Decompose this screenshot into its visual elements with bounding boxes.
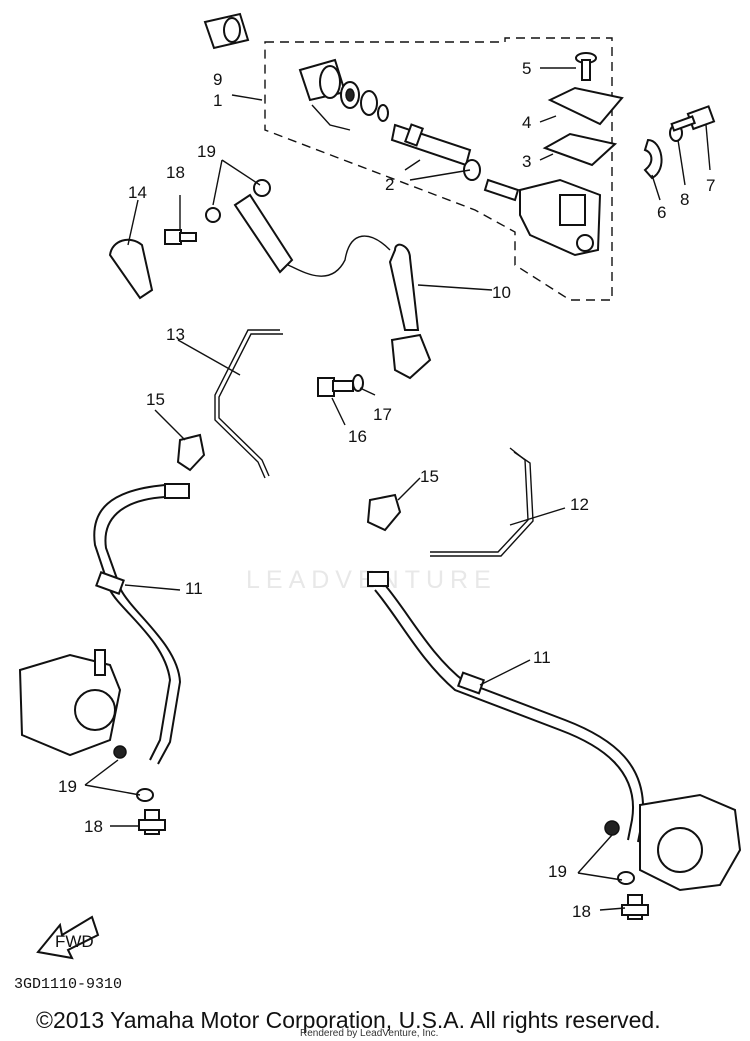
junction-block[interactable] [390,333,432,380]
master-cylinder-body[interactable] [519,178,602,257]
piston-rod[interactable] [390,123,481,181]
bolt-7[interactable] [670,105,716,132]
washer-19-right[interactable] [617,871,635,885]
hose-end-upper[interactable] [233,193,294,274]
callout-13: 13 [166,325,185,344]
washer-17[interactable] [352,374,364,392]
callout-8: 8 [680,190,689,209]
callout-4: 4 [522,113,531,132]
hose-fitting-right[interactable] [367,571,389,587]
clip-15-right[interactable] [366,493,402,532]
callout-6: 6 [657,203,666,222]
catalog-code: 3GD1110-9310 [14,976,123,993]
boot-part[interactable] [203,12,250,50]
callout-19-left: 19 [58,777,77,796]
leader-lines [84,67,711,911]
brake-pipe-13[interactable] [214,329,280,479]
callout-15-left: 15 [146,390,165,409]
reservoir-cap-4[interactable] [547,86,624,126]
callout-12: 12 [570,495,589,514]
callout-17: 17 [373,405,392,424]
copyright-notice: ©2013 Yamaha Motor Corporation, U.S.A. A… [36,1007,661,1033]
callout-3: 3 [522,152,531,171]
callout-18-right: 18 [572,902,591,921]
clip-15-left[interactable] [176,433,206,472]
callout-10: 10 [492,283,511,302]
fwd-label: FWD [55,932,94,951]
hose-collar-left[interactable] [95,571,125,595]
hose-collar-right[interactable] [456,671,486,695]
diaphragm-3[interactable] [542,132,618,167]
callout-18-top: 18 [166,163,185,182]
caliper-right[interactable] [604,793,742,892]
brake-hose-11-right[interactable] [374,589,635,841]
lever-cover-14[interactable] [108,238,154,300]
callout-7: 7 [706,176,715,195]
callout-19-right: 19 [548,862,567,881]
bolt-18-top[interactable] [164,229,197,245]
fwd-arrow-icon: FWD [36,915,100,960]
piston-kit[interactable] [298,58,389,122]
screw-5[interactable] [575,52,597,81]
callout-14: 14 [128,183,147,202]
brake-pipe-12[interactable] [430,447,529,553]
callout-1: 1 [213,91,222,110]
callout-11-right: 11 [533,648,551,667]
hose-fitting-left[interactable] [164,483,190,499]
brake-hose-10[interactable] [388,243,420,331]
callout-2: 2 [385,175,394,194]
callout-19-top: 19 [197,142,216,161]
callout-5: 5 [522,59,531,78]
bleeder-18-left[interactable] [138,809,166,835]
clamp-6[interactable] [643,138,663,180]
rendered-by-note: Rendered by LeadVenture, Inc. [300,1028,439,1039]
callout-11-left: 11 [185,579,203,598]
callout-16: 16 [348,427,367,446]
callout-9: 9 [213,70,222,89]
callout-15-right: 15 [420,467,439,486]
bleeder-18-right[interactable] [621,894,649,920]
fitting-2[interactable] [483,178,520,202]
callout-18-left: 18 [84,817,103,836]
assembly-outline-1 [264,37,613,301]
bolt-16[interactable] [317,377,354,397]
caliper-left[interactable] [18,649,127,759]
